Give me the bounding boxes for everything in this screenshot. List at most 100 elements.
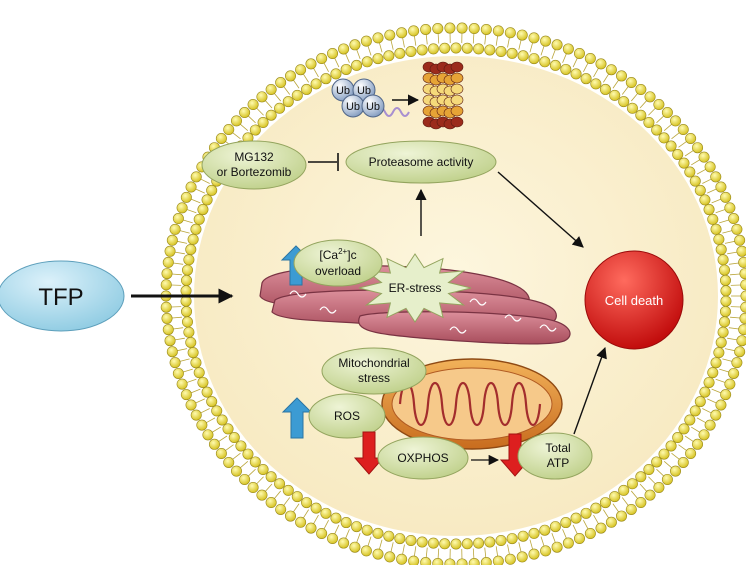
membrane-bead: [738, 256, 746, 268]
total-atp-label-line1: Total: [545, 441, 570, 455]
proteasome-subunit: [450, 105, 464, 117]
membrane-tail: [293, 503, 300, 513]
membrane-bead: [731, 223, 743, 235]
total-atp-label-line2: ATP: [547, 456, 569, 470]
membrane-bead: [338, 537, 350, 549]
oxphos-node: OXPHOS: [377, 436, 469, 480]
membrane-bead: [528, 53, 540, 65]
membrane-bead: [670, 115, 682, 127]
membrane-bead: [643, 116, 655, 128]
membrane-bead: [665, 140, 677, 152]
membrane-bead: [180, 389, 192, 401]
membrane-bead: [284, 510, 296, 522]
membrane-bead: [658, 132, 670, 144]
membrane-bead: [384, 551, 396, 563]
membrane-bead: [295, 516, 307, 528]
membrane-tail: [190, 198, 201, 204]
membrane-bead: [420, 23, 432, 35]
membrane-bead: [599, 497, 611, 509]
membrane-bead: [703, 376, 715, 388]
membrane-bead: [677, 456, 689, 468]
membrane-bead: [616, 510, 628, 522]
membrane-tail: [691, 159, 700, 166]
membrane-bead: [504, 553, 516, 565]
membrane-bead: [728, 213, 740, 225]
membrane-bead: [684, 414, 696, 426]
membrane-bead: [658, 448, 670, 460]
membrane-tail: [437, 33, 440, 44]
membrane-tail: [719, 219, 729, 224]
membrane-bead: [516, 29, 528, 41]
membrane-bead: [185, 244, 197, 256]
membrane-tail: [334, 57, 340, 68]
membrane-bead: [599, 83, 611, 95]
membrane-bead: [239, 473, 251, 485]
membrane-tail: [195, 188, 205, 194]
membrane-tail: [367, 45, 372, 56]
membrane-bead: [625, 503, 637, 515]
tfp-label: TFP: [38, 284, 83, 311]
membrane-tail: [562, 529, 567, 539]
membrane-bead: [694, 184, 706, 196]
membrane-bead: [707, 367, 719, 379]
membrane-bead: [710, 357, 722, 369]
membrane-bead: [539, 524, 551, 536]
membrane-bead: [595, 522, 607, 534]
membrane-tail: [283, 497, 291, 506]
proteasome-icon: [422, 61, 464, 130]
membrane-bead: [717, 326, 729, 338]
membrane-bead: [661, 107, 673, 119]
membrane-bead: [420, 557, 432, 565]
membrane-tail: [593, 514, 599, 524]
membrane-bead: [372, 53, 384, 65]
membrane-tail: [684, 150, 694, 157]
mg132-node: MG132 or Bortezomib: [201, 140, 307, 190]
membrane-bead: [265, 471, 277, 483]
membrane-bead: [282, 484, 294, 496]
membrane-bead: [181, 316, 193, 328]
membrane-bead: [320, 73, 332, 85]
membrane-bead: [351, 521, 363, 533]
membrane-bead: [517, 530, 529, 542]
membrane-bead: [181, 306, 193, 318]
membrane-bead: [305, 522, 317, 534]
membrane-tail: [727, 251, 738, 255]
membrane-bead: [201, 194, 213, 206]
membrane-bead: [201, 386, 213, 398]
membrane-bead: [685, 448, 697, 460]
membrane-tail: [247, 115, 256, 124]
membrane-tail: [551, 49, 556, 60]
membrane-bead: [444, 558, 456, 565]
membrane-bead: [710, 171, 722, 183]
membrane-bead: [230, 465, 242, 477]
membrane-bead: [492, 555, 504, 565]
membrane-bead: [176, 378, 188, 390]
membrane-bead: [450, 42, 462, 54]
cell-membrane: [160, 22, 746, 565]
membrane-tail: [639, 100, 647, 109]
membrane-bead: [235, 440, 247, 452]
membrane-bead: [275, 77, 287, 89]
svg-text:Ub: Ub: [336, 85, 350, 97]
membrane-tail: [507, 37, 510, 48]
membrane-tail: [425, 547, 428, 558]
membrane-tail: [390, 39, 394, 50]
membrane-tail: [722, 230, 733, 234]
membrane-tail: [402, 544, 405, 555]
membrane-tail: [239, 461, 249, 469]
membrane-bead: [222, 423, 234, 435]
membrane-tail: [663, 461, 673, 469]
membrane-bead: [713, 233, 725, 245]
membrane-bead: [215, 448, 227, 460]
membrane-bead: [605, 516, 617, 528]
membrane-bead: [739, 312, 746, 324]
membrane-bead: [710, 223, 722, 235]
total-atp-node: Total ATP: [517, 432, 593, 480]
membrane-bead: [190, 223, 202, 235]
membrane-bead: [703, 204, 715, 216]
membrane-bead: [461, 42, 473, 54]
membrane-tail: [484, 547, 487, 558]
membrane-bead: [408, 25, 420, 37]
membrane-bead: [427, 537, 439, 549]
membrane-bead: [644, 489, 656, 501]
